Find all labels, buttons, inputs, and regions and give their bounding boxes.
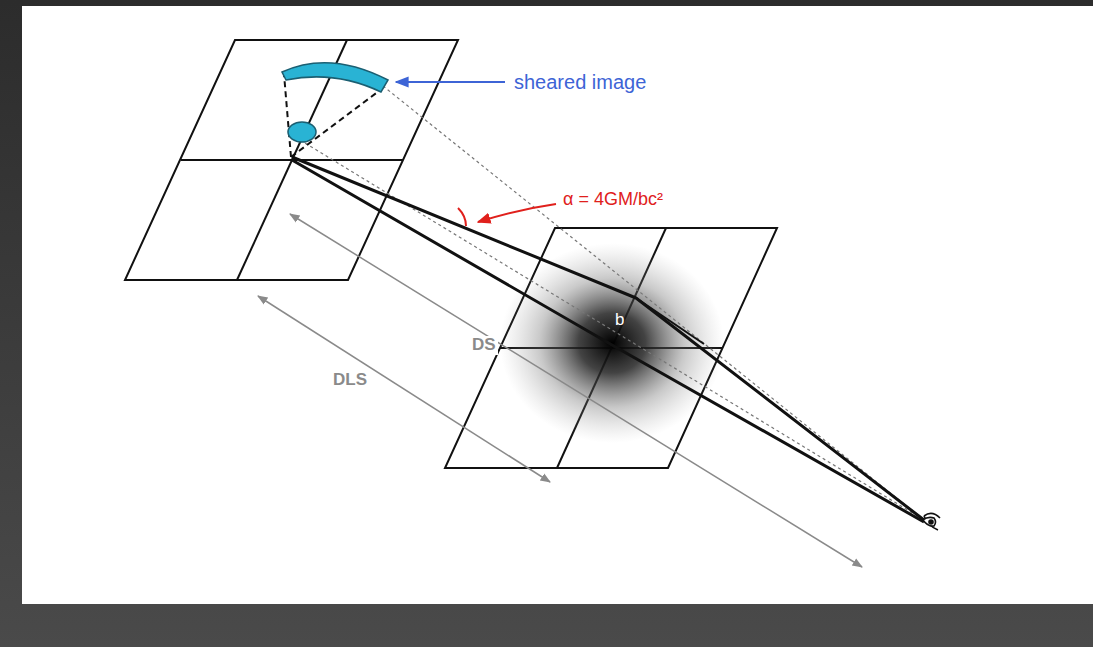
apparent-ray (300, 140, 924, 520)
lens-plane (445, 228, 777, 468)
projection-line (284, 74, 291, 157)
apparent-ray (383, 86, 924, 520)
sheared-image (282, 63, 388, 92)
white-panel (22, 6, 1093, 604)
callout-label: sheared image (512, 71, 648, 93)
distance-label: DLS (331, 371, 369, 390)
distance-label: DS (470, 336, 498, 355)
distance-arrow (258, 296, 550, 482)
leader-arrow (478, 204, 556, 222)
leader-arrow (396, 81, 505, 83)
source-galaxy (288, 122, 316, 142)
formula-label: α = 4GM/bc² (561, 190, 665, 210)
observer-eye (923, 513, 940, 530)
angle-arc (458, 208, 466, 226)
impact-parameter-label: b (613, 311, 626, 330)
light-ray (292, 160, 924, 522)
distance-arrow (290, 214, 862, 567)
light-ray (292, 157, 924, 520)
source-plane (125, 40, 458, 280)
light-ray (636, 298, 704, 344)
